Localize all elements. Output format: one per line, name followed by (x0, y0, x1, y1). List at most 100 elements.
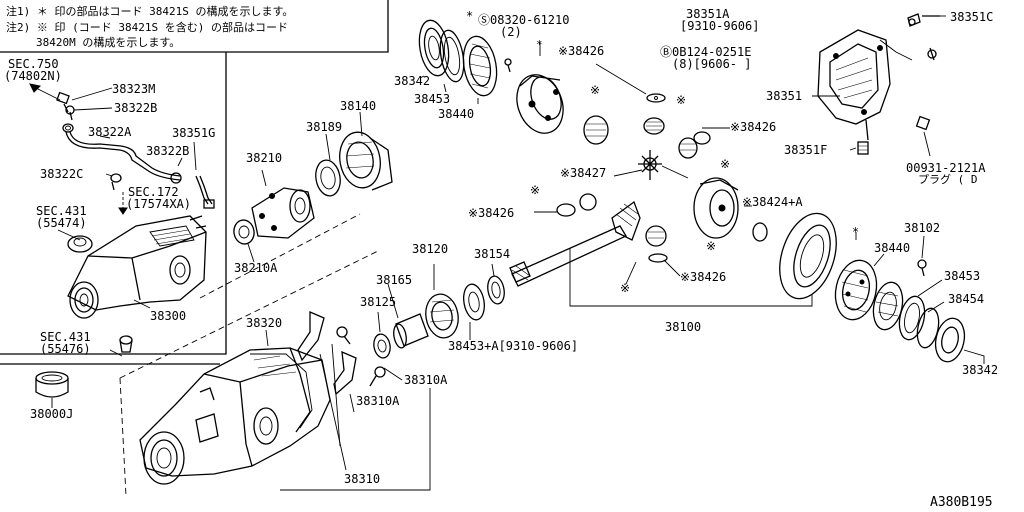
pinion-mate (643, 117, 665, 135)
label-38140: 38140 (340, 99, 377, 113)
washer-38125 (373, 333, 391, 359)
label-38453: 38453 (414, 92, 451, 106)
arrow-icon (29, 83, 42, 93)
mark-asterisk: * (852, 225, 860, 239)
plug-38351F (857, 141, 869, 155)
mark-ref: ※ (706, 239, 717, 253)
filler-cap-38000J (35, 371, 69, 408)
bolt-38310A-b (374, 366, 386, 378)
pinion-bearing-stack (373, 263, 505, 359)
pinion-spline (509, 261, 531, 283)
side-gear (583, 115, 609, 145)
washer-c (556, 203, 576, 217)
label-38351F: 38351F (784, 143, 828, 157)
label-38320: 38320 (246, 316, 283, 330)
carrier-housing-38320 (139, 311, 431, 491)
breather-assembly (29, 83, 215, 215)
breather-cap (56, 91, 70, 105)
differential-carrier-38300 (67, 215, 207, 353)
label-bolt-08320: Ⓢ08320-61210 (478, 13, 570, 27)
svg-text:*: * (536, 38, 543, 51)
label-38000J: 38000J (30, 407, 74, 421)
label-38322A: 38322A (88, 125, 132, 139)
bearing-38440 (462, 35, 498, 97)
label-38424: ※38424+A (742, 195, 803, 209)
label-38454: 38454 (948, 292, 985, 306)
plug-00931 (915, 115, 931, 131)
drive-pinion-38100 (509, 200, 813, 307)
label-38427: ※38427 (560, 166, 607, 180)
rear-cover-38351 (812, 13, 946, 157)
clamp-38322B (62, 123, 74, 133)
label-38440: 38440 (438, 107, 475, 121)
cross-shaft-38427 (638, 150, 662, 180)
label-sec431: SEC.431 (36, 204, 87, 218)
label-38210A: 38210A (234, 261, 278, 275)
label-38210: 38210 (246, 151, 283, 165)
label-bolt-qty: (2) (500, 25, 522, 39)
bolt-38351A (927, 49, 937, 59)
label-38426-c: ※38426 (468, 206, 515, 220)
label-38426-d: ※38426 (680, 270, 727, 284)
mark-ref: ※ (720, 157, 731, 171)
label-38322C: 38322C (40, 167, 84, 181)
label-38322B: 38322B (114, 101, 158, 115)
label-sec431-b: SEC.431 (40, 330, 91, 344)
bolt-38310A (336, 326, 348, 338)
mark-ref: ※ (530, 183, 541, 197)
mark-ref: ※ (676, 93, 687, 107)
label-bolt-0B124-qty: (8)[9606- ] (672, 57, 752, 71)
label-38342-b: 38342 (962, 363, 999, 377)
connector-38322C (110, 173, 122, 183)
nut-38210A (233, 219, 255, 245)
label-plug-code: 00931-2121A (906, 161, 986, 175)
flange-38210 (251, 187, 315, 239)
companion-flange-set (233, 111, 393, 263)
pinion-mate-c (645, 225, 667, 247)
label-38310A: 38310A (404, 373, 448, 387)
shim-38453 (439, 29, 465, 83)
shim-38424 (752, 222, 768, 242)
washer (646, 93, 666, 103)
label-38165: 38165 (376, 273, 413, 287)
mount-55476 (119, 335, 133, 345)
mount-55474 (67, 235, 93, 253)
label-38102: 38102 (904, 221, 941, 235)
left-side-bearing-set (418, 19, 498, 104)
label-38426-b: ※38426 (730, 120, 777, 134)
breather-hose (65, 131, 181, 181)
bearing-38140 (339, 131, 381, 189)
pinion-small (579, 193, 597, 211)
label-sec172: SEC.172 (128, 185, 179, 199)
bearing-38120 (425, 293, 459, 339)
label-38125: 38125 (360, 295, 397, 309)
label-38100: 38100 (665, 320, 702, 334)
label-38453A: 38453+A[9310-9606] (448, 339, 579, 353)
diagram-code: A380B195 (930, 495, 993, 510)
label-38440-b: 38440 (874, 241, 911, 255)
oil-seal-38189 (315, 159, 341, 197)
mount-38310-b (333, 350, 357, 396)
label-bolt-0B124: Ⓑ0B124-0251E (660, 45, 752, 59)
label-38351A-range: [9310-9606] (680, 19, 760, 33)
note-line-2: 注2) ※ 印 (コード 38421S を含む) の部品はコード (6, 21, 288, 34)
pinion-mate-b (678, 137, 698, 159)
differential-case: * (516, 38, 564, 134)
mark-asterisk: * (466, 9, 474, 23)
label-sec172-code: (17574XA) (126, 197, 192, 211)
label-38322B-b: 38322B (146, 144, 190, 158)
label-sec431-b-code: (55476) (40, 342, 91, 356)
tube-38351G (195, 175, 209, 205)
bolt-08320 (504, 58, 512, 73)
label-38453-b: 38453 (944, 269, 981, 283)
label-38351A: 38351A (686, 7, 730, 21)
label-38342: 38342 (394, 74, 431, 88)
mark-ref: ※ (620, 281, 631, 295)
bearing-38440-b (834, 259, 878, 321)
spacer-38165 (395, 313, 429, 347)
mark-ref: ※ (590, 83, 601, 97)
ring-gear (779, 212, 837, 300)
washer-d (648, 253, 668, 263)
right-side-bearing-set (834, 232, 985, 364)
